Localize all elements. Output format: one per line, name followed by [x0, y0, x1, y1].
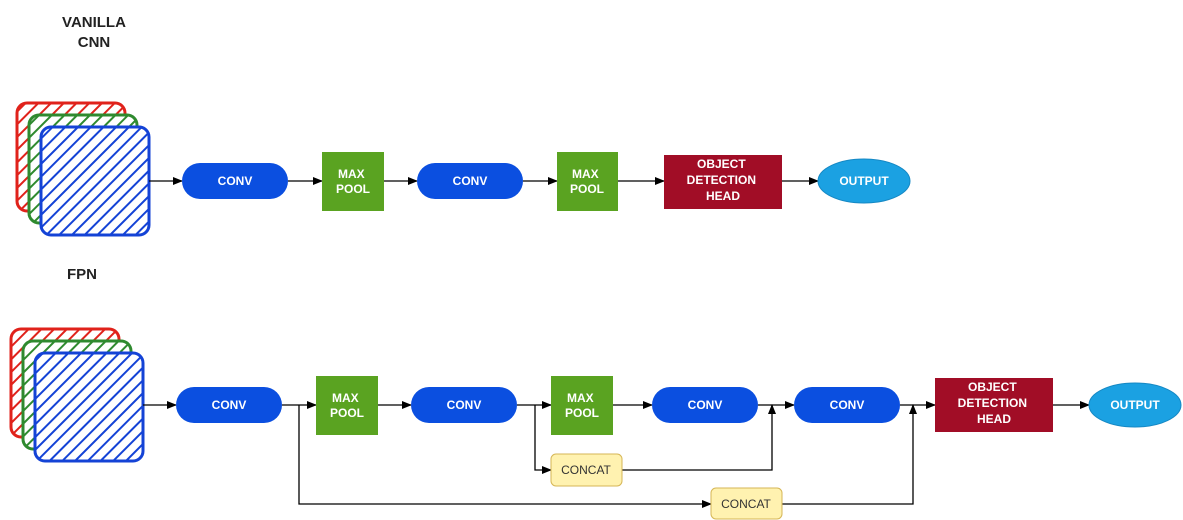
vanilla-title-line1: VANILLA	[62, 14, 126, 31]
svg-text:MAX POOL: MAX POOL	[565, 391, 599, 420]
vanilla-input-image-stack	[15, 101, 151, 237]
vanilla-title-line2: CNN	[77, 34, 111, 51]
vanilla-output-label: OUTPUT	[839, 174, 889, 188]
vanilla-head-line3: HEAD	[706, 189, 740, 203]
fpn-conv4-node: CONV	[794, 387, 900, 423]
fpn-conv4-label: CONV	[830, 398, 865, 412]
fpn-concat1-label: CONCAT	[561, 463, 611, 477]
fpn-maxpool1-line1: MAX	[332, 391, 359, 405]
fpn-maxpool2-line2: POOL	[565, 406, 599, 420]
fpn-maxpool2-line1: MAX	[567, 391, 594, 405]
fpn-skip-concat2-head	[782, 404, 917, 505]
fpn-output-node: OUTPUT	[1088, 382, 1182, 428]
fpn-title: FPN	[62, 265, 102, 285]
svg-text:MAX POOL: MAX POOL	[570, 167, 604, 196]
fpn-maxpool2-node: MAX POOL	[551, 376, 613, 435]
fpn-maxpool1-line2: POOL	[330, 406, 364, 420]
fpn-conv1-node: CONV	[176, 387, 282, 423]
vanilla-conv2-node: CONV	[417, 163, 523, 199]
vanilla-conv1-node: CONV	[182, 163, 288, 199]
fpn-concat2-label: CONCAT	[721, 497, 771, 511]
svg-text:OBJECT DETECTION H: OBJECT DETECTION HEAD	[958, 380, 1031, 426]
vanilla-conv1-label: CONV	[218, 174, 253, 188]
vanilla-maxpool2-node: MAX POOL	[557, 152, 618, 211]
fpn-skip-conv1-concat2	[298, 405, 712, 508]
vanilla-maxpool1-line1: MAX	[338, 167, 365, 181]
fpn-skip-conv2-concat1	[534, 405, 552, 474]
fpn-head-line2: DETECTION	[958, 396, 1027, 410]
fpn-head-line3: HEAD	[977, 412, 1011, 426]
vanilla-maxpool1-node: MAX POOL	[322, 152, 384, 211]
fpn-skip-concat1-conv4	[622, 404, 776, 471]
fpn-head-line1: OBJECT	[968, 380, 1017, 394]
fpn-conv2-node: CONV	[411, 387, 517, 423]
fpn-conv3-label: CONV	[688, 398, 723, 412]
fpn-conv1-label: CONV	[212, 398, 247, 412]
vanilla-head-line1: OBJECT	[697, 157, 746, 171]
fpn-maxpool1-node: MAX POOL	[316, 376, 378, 435]
vanilla-input-layer-blue	[39, 125, 151, 237]
svg-text:MAX POOL: MAX POOL	[336, 167, 370, 196]
fpn-edges	[143, 401, 1090, 508]
vanilla-maxpool2-line1: MAX	[572, 167, 599, 181]
fpn-concat2-node: CONCAT	[710, 487, 783, 520]
svg-text:MAX POOL: MAX POOL	[330, 391, 364, 420]
fpn-output-label: OUTPUT	[1110, 398, 1160, 412]
vanilla-conv2-label: CONV	[453, 174, 488, 188]
vanilla-cnn-title: VANILLA CNN	[52, 13, 136, 53]
fpn-input-image-stack	[9, 327, 145, 463]
svg-text:OBJECT DETECTION H: OBJECT DETECTION HEAD	[687, 157, 760, 203]
vanilla-maxpool1-line2: POOL	[336, 182, 370, 196]
fpn-input-layer-blue	[33, 351, 145, 463]
fpn-title-text: FPN	[67, 266, 97, 283]
fpn-conv2-label: CONV	[447, 398, 482, 412]
fpn-conv3-node: CONV	[652, 387, 758, 423]
fpn-concat1-node: CONCAT	[550, 453, 623, 487]
vanilla-head-line2: DETECTION	[687, 173, 756, 187]
vanilla-maxpool2-line2: POOL	[570, 182, 604, 196]
vanilla-detection-head-node: OBJECT DETECTION HEAD	[664, 155, 782, 209]
fpn-detection-head-node: OBJECT DETECTION HEAD	[935, 378, 1053, 432]
vanilla-output-node: OUTPUT	[817, 158, 911, 204]
